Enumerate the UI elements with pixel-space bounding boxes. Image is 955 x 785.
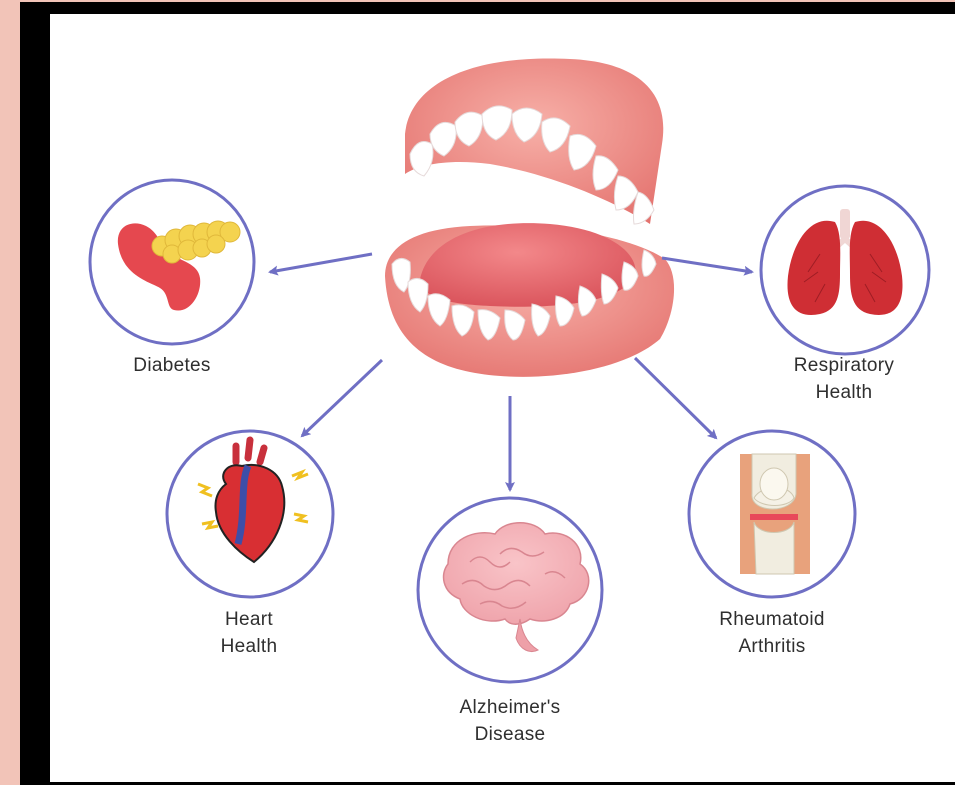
rheumatoid-label-line1: Rheumatoid (672, 606, 872, 633)
knee-joint-icon (740, 454, 810, 574)
diabetes-label-line1: Diabetes (133, 355, 210, 376)
image-frame: Diabetes Respiratory Health Heart Health… (20, 2, 955, 785)
arrow-to-heart (302, 360, 382, 436)
arrow-to-respiratory (662, 258, 752, 272)
heart-label-line2: Health (149, 633, 349, 660)
rheumatoid-label-line2: Arthritis (672, 633, 872, 660)
alzheimers-label: Alzheimer's Disease (410, 694, 610, 748)
respiratory-label-line1: Respiratory (744, 352, 944, 379)
alzheimers-label-line1: Alzheimer's (410, 694, 610, 721)
respiratory-label: Respiratory Health (744, 352, 944, 406)
alzheimers-label-line2: Disease (410, 721, 610, 748)
respiratory-label-line2: Health (744, 379, 944, 406)
arrow-to-diabetes (270, 254, 372, 272)
heart-label-line1: Heart (149, 606, 349, 633)
diabetes-label: Diabetes (72, 352, 272, 379)
rheumatoid-label: Rheumatoid Arthritis (672, 606, 872, 660)
arrow-to-rheumatoid (635, 358, 716, 438)
teeth-illustration (385, 58, 674, 376)
heart-label: Heart Health (149, 606, 349, 660)
diagram-canvas: Diabetes Respiratory Health Heart Health… (50, 14, 955, 782)
